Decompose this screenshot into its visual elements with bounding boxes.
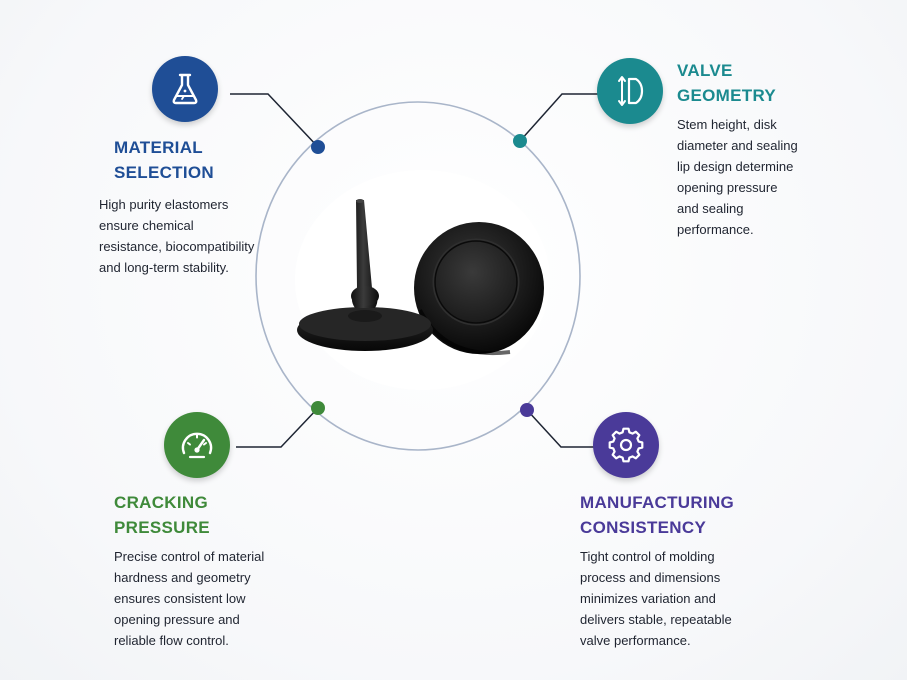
cracking-desc-line: Precise control of material (114, 549, 265, 564)
cracking-desc-line: hardness and geometry (114, 570, 251, 585)
product-photo (295, 170, 550, 390)
valve-description: Stem height, disk diameter and sealing l… (677, 114, 798, 240)
manufacturing-title-line: MANUFACTURING (580, 493, 735, 512)
cracking-desc-line: reliable flow control. (114, 633, 229, 648)
valve-desc-line: opening pressure (677, 180, 778, 195)
valve-desc-line: diameter and sealing (677, 138, 798, 153)
manufacturing-desc-line: delivers stable, repeatable (580, 612, 732, 627)
connector-material (230, 93, 319, 148)
manufacturing-description: Tight control of molding process and dim… (580, 546, 732, 651)
cracking-title-line: CRACKING (114, 493, 209, 512)
flask-icon (172, 73, 198, 105)
central-ring (255, 101, 581, 451)
valve-desc-line: performance. (677, 222, 754, 237)
material-desc-line: resistance, biocompatibility (99, 239, 255, 254)
cracking-description: Precise control of material hardness and… (114, 546, 264, 651)
material-title-line: SELECTION (114, 163, 214, 182)
cracking-desc-line: opening pressure and (114, 612, 240, 627)
cracking-desc-line: ensures consistent low (114, 591, 246, 606)
valve-icon-circle (597, 58, 663, 124)
connector-valve (519, 93, 598, 142)
manufacturing-icon-circle (593, 412, 659, 478)
material-title-line: MATERIAL (114, 138, 203, 157)
valve-desc-line: lip design determine (677, 159, 794, 174)
rubber-umbrella-valves (297, 199, 544, 355)
manufacturing-desc-line: Tight control of molding (580, 549, 715, 564)
node-cracking (311, 401, 325, 415)
valve-desc-line: Stem height, disk (677, 117, 777, 132)
cracking-title-line: PRESSURE (114, 518, 210, 537)
manufacturing-title-line: CONSISTENCY (580, 518, 707, 537)
valve-title-line: VALVE (677, 61, 733, 80)
manufacturing-title: MANUFACTURING CONSISTENCY (580, 490, 734, 540)
material-desc-line: ensure chemical (99, 218, 194, 233)
connector-cracking (236, 407, 319, 448)
node-valve (513, 134, 527, 148)
manufacturing-desc-line: process and dimensions (580, 570, 721, 585)
gauge-icon (181, 432, 213, 459)
cracking-title: CRACKING PRESSURE (114, 490, 210, 540)
valve-title-line: GEOMETRY (677, 86, 777, 105)
node-material (311, 140, 325, 154)
material-title: MATERIAL SELECTION (114, 135, 214, 185)
cracking-icon-circle (164, 412, 230, 478)
gear-icon (608, 427, 644, 463)
material-desc-line: and long-term stability. (99, 260, 229, 275)
node-manufacturing (520, 403, 534, 417)
material-icon-circle (152, 56, 218, 122)
valve-height-icon (618, 76, 644, 106)
valve-title: VALVE GEOMETRY (677, 58, 776, 108)
connector-manufacturing (526, 409, 594, 448)
manufacturing-desc-line: valve performance. (580, 633, 691, 648)
material-description: High purity elastomers ensure chemical r… (99, 194, 254, 278)
manufacturing-desc-line: minimizes variation and (580, 591, 716, 606)
material-desc-line: High purity elastomers (99, 197, 229, 212)
valve-desc-line: and sealing (677, 201, 744, 216)
